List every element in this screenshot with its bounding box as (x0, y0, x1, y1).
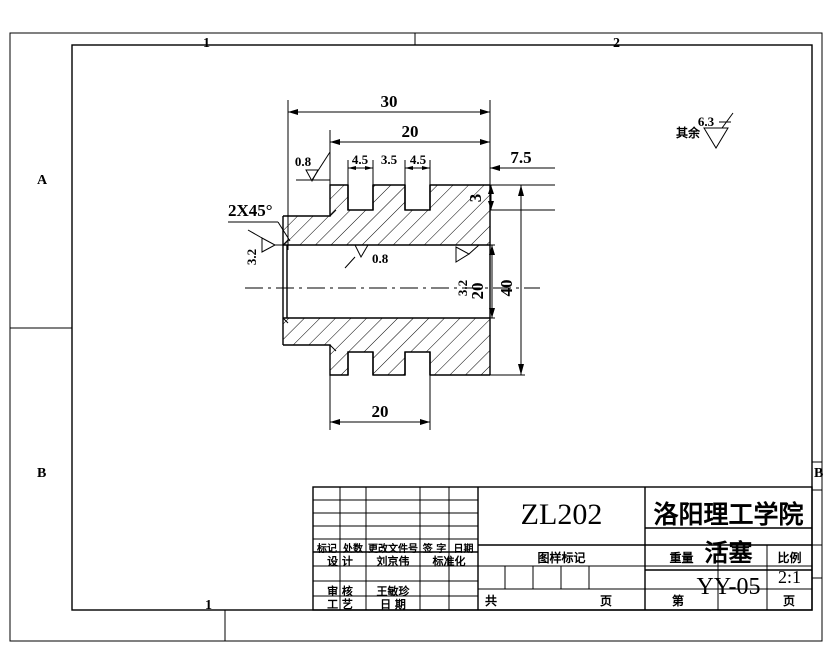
rev-header-count: 处数 (343, 544, 363, 555)
dim-value-groove-b: 4.5 (410, 152, 427, 167)
title-block (312, 486, 813, 611)
zone-label-left-a: A (37, 173, 48, 188)
zone-label-top-1: 1 (203, 36, 210, 51)
sheet-index-label: 第 (672, 594, 685, 608)
rev-header-sign: 签 字 (422, 544, 447, 555)
roughness-symbol-left-face: 3.2 (244, 229, 283, 265)
weight-header: 重量 (669, 551, 694, 565)
tb-row2-name: 王敏珍 (376, 585, 410, 598)
arrow-20-right (480, 139, 490, 145)
fillet-upper (329, 209, 337, 217)
part-name: 活塞 (704, 539, 753, 567)
dim-value-groove-gap: 3.5 (381, 152, 398, 167)
arrow-3-top (488, 185, 494, 194)
tb-row0-label: 设 计 (327, 555, 353, 568)
roughness-symbol-top-left: 0.8 (295, 151, 331, 183)
fillet-lower (329, 344, 337, 352)
sheet-outer-border (9, 32, 823, 642)
material-value: ZL202 (520, 498, 603, 531)
arrow-20-left (330, 139, 340, 145)
rev-header-docno: 更改文件号 (368, 544, 418, 555)
arrow-45b-l (405, 166, 413, 170)
section-hatch-upper (283, 185, 490, 245)
section-hatch-lower (283, 318, 490, 375)
tb-row2-label: 审 核 (327, 585, 353, 598)
tb-row3-label2: 日 期 (380, 598, 406, 611)
zone-label-left-b: B (37, 466, 47, 481)
roughness-symbol-right-face: 3.2 (455, 244, 480, 296)
arrow-bottom-r (420, 419, 430, 425)
arrow-3-bot (488, 201, 494, 210)
roughness-value-left: 3.2 (244, 249, 259, 265)
arrow-30-left (288, 109, 298, 115)
chamfer-lower-edge (282, 317, 289, 324)
rev-header-mark: 标记 (317, 544, 337, 555)
dim-value-30: 30 (381, 92, 398, 111)
dim-value-bore: 20 (468, 283, 487, 300)
arrow-bore-top (489, 245, 495, 255)
general-roughness-value: 6.3 (698, 114, 715, 129)
sheet-unit-label: 页 (783, 594, 796, 608)
arrow-75 (490, 165, 500, 171)
chamfer-leader-d (277, 221, 291, 242)
dim-value-groove-a: 4.5 (352, 152, 369, 167)
zone-label-top-2: 2 (613, 36, 620, 51)
tb-row3-label: 工 艺 (327, 598, 353, 611)
chamfer-upper-edge (282, 239, 289, 246)
arrow-40-top (518, 185, 524, 196)
institution-name: 洛阳理工学院 (653, 500, 804, 529)
sheet-page-label: 页 (600, 594, 613, 608)
general-roughness-note: 6.3 (698, 112, 734, 149)
rev-header-date: 日期 (453, 544, 474, 555)
arrow-bore-bot (489, 308, 495, 318)
dim-value-40: 40 (497, 280, 516, 297)
zone-label-right-b: B (814, 466, 824, 481)
arrow-45a-l (348, 166, 356, 170)
zone-label-bottom-1: 1 (205, 598, 212, 613)
roughness-symbol-bore: 0.8 (344, 244, 389, 269)
general-roughness-label: 其余 (676, 126, 701, 140)
arrow-bottom-l (330, 419, 340, 425)
mark-header: 图样标记 (537, 551, 586, 565)
arrow-45a-r (365, 166, 373, 170)
chamfer-label: 2X45° (228, 201, 273, 220)
sheet-total-label: 共 (485, 594, 498, 608)
arrow-30-right (480, 109, 490, 115)
dim-value-75: 7.5 (510, 148, 531, 167)
scale-header: 比例 (777, 551, 802, 565)
tb-row0-name: 刘京伟 (376, 555, 410, 568)
scale-value: 2:1 (777, 567, 801, 587)
drawing-number: YY-05 (696, 574, 761, 600)
arrow-40-bot (518, 364, 524, 375)
dim-value-3: 3 (466, 194, 485, 203)
roughness-value-bore: 0.8 (372, 251, 389, 266)
dim-value-bottom: 20 (372, 402, 389, 421)
tb-row0-label2: 标准化 (432, 555, 466, 568)
dim-value-20-top: 20 (402, 122, 419, 141)
arrow-45b-r (422, 166, 430, 170)
roughness-value-right: 3.2 (455, 280, 470, 296)
roughness-value-top-left: 0.8 (295, 154, 312, 169)
